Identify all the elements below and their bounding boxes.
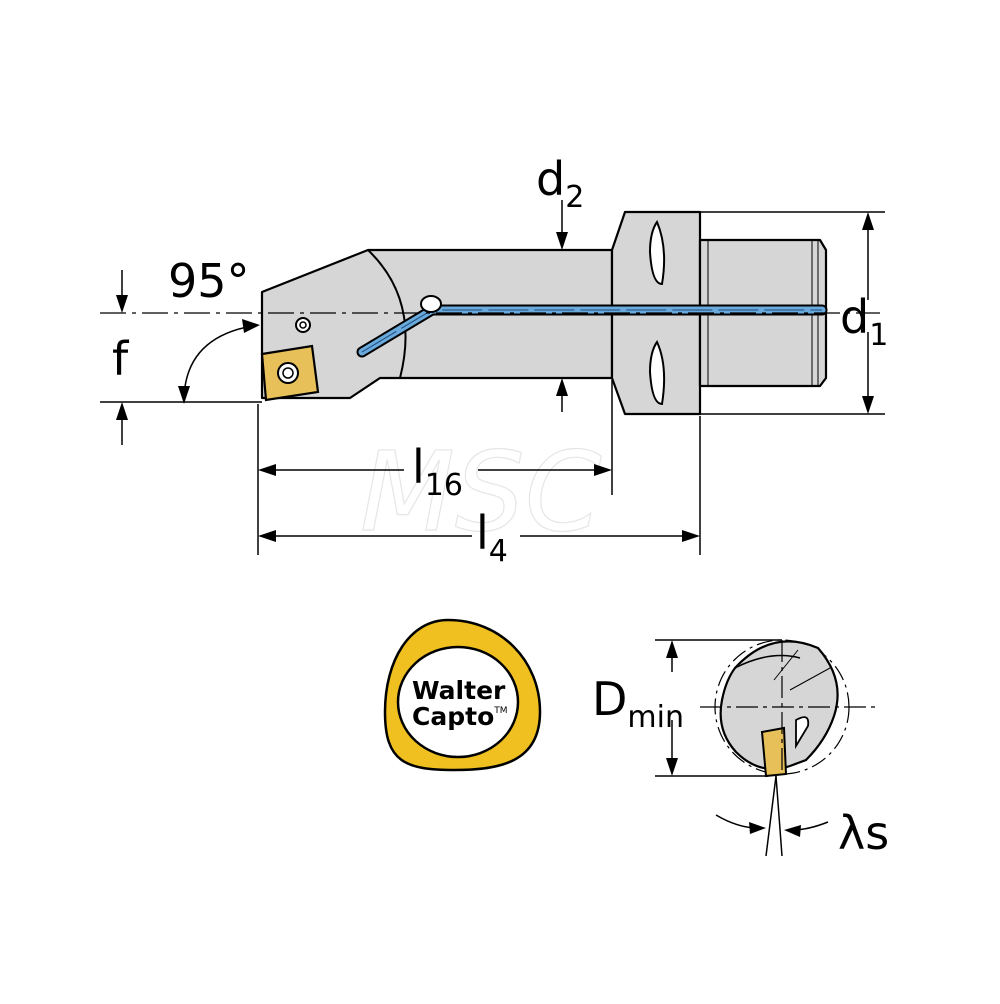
d1-label: d1 (840, 294, 888, 351)
d1-main: d (840, 290, 870, 344)
dmin-sub: min (627, 700, 684, 735)
walter-capto-logo (383, 618, 542, 772)
coolant-channel (356, 295, 828, 358)
d2-sub: 2 (565, 180, 585, 215)
d2-label: d2 (536, 156, 584, 213)
logo-line1: Walter (412, 676, 506, 705)
dmin-label: Dmin (592, 676, 684, 733)
lambda-s-label: λs (838, 806, 890, 860)
logo-capto: Capto (412, 702, 495, 731)
watermark-text: MSC (360, 428, 602, 556)
clamp-screw (295, 317, 311, 333)
l16-main: l (412, 440, 425, 494)
l16-label: l16 (412, 444, 463, 501)
d1-sub: 1 (869, 318, 889, 353)
l16-sub: 16 (424, 468, 463, 503)
section-view (655, 639, 880, 857)
logo-line2: CaptoTM (412, 704, 508, 729)
chip-curve (367, 249, 407, 379)
angle-label: 95° (168, 254, 250, 308)
dmin-main: D (592, 672, 628, 726)
l4-label: l4 (476, 510, 508, 567)
l4-sub: 4 (488, 534, 508, 569)
l4-main: l (476, 506, 489, 560)
f-label: f (112, 332, 129, 386)
d2-main: d (536, 152, 566, 206)
flange-slots (648, 219, 666, 406)
logo-trademark: TM (494, 706, 508, 716)
cutting-insert (260, 344, 320, 402)
arrowheads (116, 212, 874, 542)
